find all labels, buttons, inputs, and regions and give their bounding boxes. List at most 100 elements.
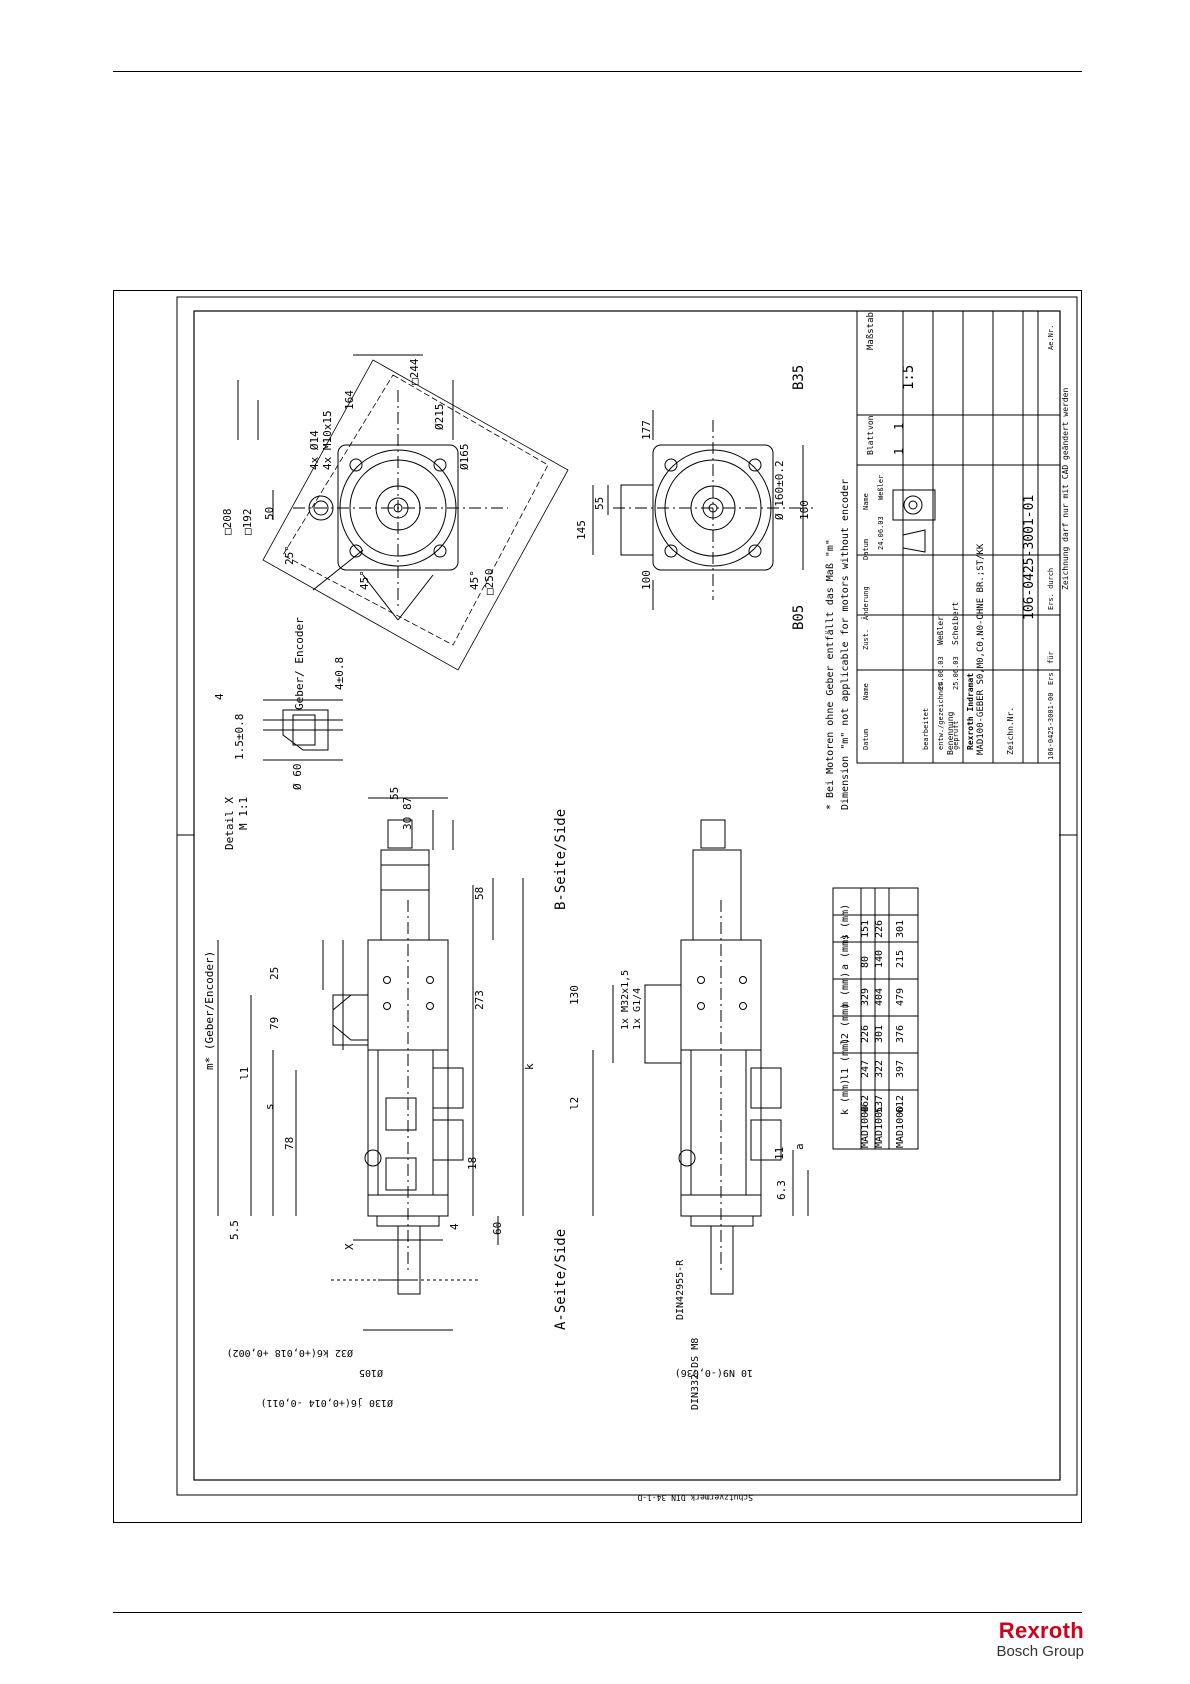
- table-cell: 479: [895, 988, 906, 1006]
- dim-5-5: 5.5: [228, 1220, 241, 1240]
- dim-55-b: 55: [593, 497, 606, 510]
- dimension-table: [832, 887, 919, 1150]
- angle-45-a: 45°: [358, 570, 371, 590]
- col-label-datum: Datum: [862, 729, 870, 750]
- table-header-cell: m (mm): [840, 972, 851, 1008]
- dimension-table-text: k (mm)l1 (mm)l2 (mm)m (mm)a (mm)s (mm)MA…: [840, 904, 906, 1148]
- row-label-3: geprüft: [952, 720, 960, 750]
- logo-brand: Rexroth: [998, 1618, 1084, 1643]
- table-cell: 226: [860, 1025, 871, 1043]
- col-label-zust: Zust.: [862, 629, 870, 650]
- technical-drawing: Detail X M 1:1 m* (Geber/Encoder) Geber/…: [176, 296, 1078, 1502]
- detail-x-view: [263, 699, 343, 761]
- dim-sq192: □192: [241, 509, 254, 536]
- company-logo-text: Rexroth Indramat: [966, 673, 975, 750]
- table-header-cell: l2 (mm): [840, 1003, 851, 1045]
- table-cell: 404: [874, 988, 885, 1006]
- note-de: * Bei Motoren ohne Geber entfällt das Ma…: [825, 539, 836, 810]
- keyway-label: 10 N9(-0,036): [675, 1367, 753, 1378]
- motor-side-view-2: [592, 819, 809, 1295]
- dim-a: a: [793, 1143, 806, 1150]
- cable-gland-label: 1x M32x1,5: [620, 970, 631, 1030]
- title-block: [856, 310, 1061, 764]
- dim-d215: Ø215: [433, 404, 446, 431]
- table-cell: 301: [874, 1025, 885, 1043]
- row-label-1: bearbeitet: [922, 708, 930, 750]
- drawing-frame: [113, 290, 1082, 1523]
- dim-100-b: 100: [798, 500, 811, 520]
- designation-value: MAD100-GEBER S0,M0,C0,N0-OHNE BR.;ST/KK: [976, 543, 986, 755]
- detail-dim-1-5: 1.5±0.8: [233, 714, 246, 760]
- of-label: von: [866, 415, 875, 430]
- footer-rule: [113, 1612, 1082, 1613]
- dim-l2: l2: [568, 1097, 581, 1110]
- angle-45-b: 45°: [468, 570, 481, 590]
- flange-view-b35: [237, 354, 569, 671]
- dim-30: 30: [401, 817, 414, 830]
- logo-group: Bosch Group: [996, 1643, 1084, 1660]
- table-cell: 397: [895, 1060, 906, 1078]
- sheet-border: [176, 296, 1078, 1496]
- dim-4x-m10: 4x M10x15: [321, 410, 334, 470]
- dim-sq244: □244: [408, 358, 421, 385]
- angle-25: 25°: [283, 545, 296, 565]
- motor-side-view: [217, 797, 524, 1331]
- dim-50: 50: [263, 507, 276, 520]
- header-rule: [113, 71, 1082, 72]
- table-cell: 537: [874, 1095, 885, 1113]
- dim-x: X: [343, 1243, 356, 1250]
- a-side-label: A-Seite/Side: [553, 1229, 569, 1330]
- dim-60: 60: [491, 1222, 504, 1235]
- scale-value: 1:5: [901, 365, 917, 390]
- sheet-inner-border: [193, 310, 1061, 1481]
- b-side-connector: [380, 849, 430, 941]
- name-2: Weßler: [936, 616, 945, 645]
- shaft-dim: Ø32 k6(+0,018 +0,002): [227, 1347, 353, 1359]
- table-cell: 612: [895, 1095, 906, 1113]
- dim-273: 273: [473, 990, 486, 1010]
- detail-x-label: Detail X: [223, 797, 236, 850]
- note-en: Dimension "m" not applicable for motors …: [840, 479, 851, 810]
- rexroth-logo: Rexroth Bosch Group: [996, 1618, 1084, 1661]
- designation-label: Benennung: [946, 711, 955, 755]
- table-header-cell: a (mm): [840, 934, 851, 970]
- dim-s: s: [263, 1103, 276, 1110]
- dim-177: 177: [640, 420, 653, 440]
- change-date: 24.06.03: [877, 516, 885, 550]
- table-cell: 322: [874, 1060, 885, 1078]
- din-groove-label: DIN42955-R: [675, 1259, 686, 1320]
- scale-label: Maßstab: [866, 312, 876, 350]
- table-cell: MAD100D: [895, 1106, 906, 1148]
- table-cell: 140: [874, 950, 885, 968]
- origin-no: 106-0425-3001-00: [1047, 693, 1055, 760]
- dim-k: k: [523, 1063, 536, 1070]
- sheet-label: Blatt: [866, 431, 875, 455]
- detail-dim-4-0-8: 4±0.8: [333, 657, 346, 690]
- dim-87: 87: [401, 797, 414, 810]
- ers-label: Ers. für: [1047, 651, 1055, 685]
- dim-6-3: 6.3: [775, 1180, 788, 1200]
- table-header-cell: s (mm): [840, 904, 851, 940]
- flange-view-b05: [592, 410, 813, 610]
- b35-label: B35: [791, 365, 807, 390]
- dim-sq208: □208: [221, 509, 234, 536]
- dim-sq250: □250: [483, 569, 496, 596]
- detail-x-scale: M 1:1: [237, 797, 250, 830]
- encoder-box: [332, 994, 369, 1046]
- detail-dim-60: Ø 60: [291, 764, 304, 791]
- table-cell: 247: [860, 1060, 871, 1078]
- change-name: Weßler: [877, 475, 885, 500]
- dim-4x-d14: 4x Ø14: [308, 430, 321, 470]
- table-cell: 376: [895, 1025, 906, 1043]
- b05-label: B05: [791, 605, 807, 630]
- date-3: 25.06.03: [952, 656, 960, 690]
- protection-note: Schutzvermerk DIN 34-1-D: [637, 1493, 753, 1502]
- ae-label: Ae.Nr.: [1047, 325, 1055, 350]
- col-label-aenderung: Änderung: [861, 586, 870, 620]
- table-cell: MAD100B: [860, 1106, 871, 1148]
- table-cell: MAD100C: [874, 1106, 885, 1148]
- b-side-label: B-Seite/Side: [553, 809, 569, 910]
- table-header-cell: l1 (mm): [840, 1038, 851, 1080]
- drawing-no-label: Zeichn.Nr.: [1006, 707, 1015, 755]
- dim-100: 100: [640, 570, 653, 590]
